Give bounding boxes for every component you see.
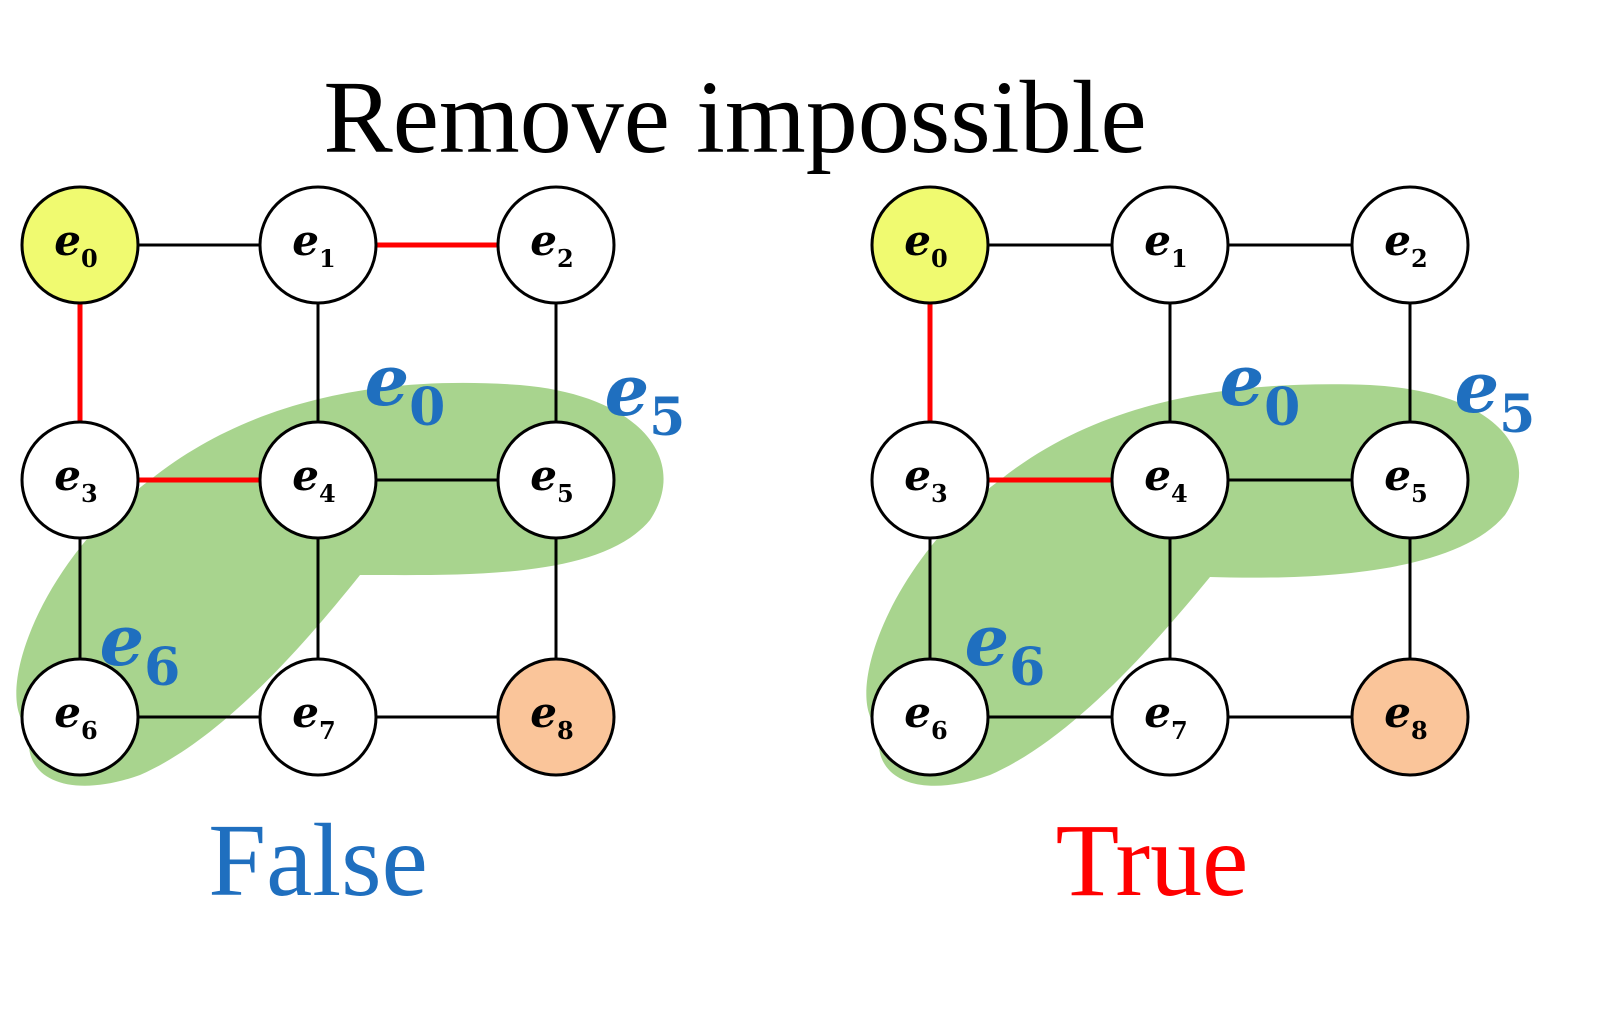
node-circle	[496, 420, 616, 540]
node-e4: e4	[1110, 420, 1230, 540]
region-label-e0: e0	[365, 339, 446, 438]
node-label: e3	[904, 451, 947, 508]
node-circle	[20, 185, 140, 305]
node-circle	[258, 657, 378, 777]
node-e3: e3	[20, 420, 140, 540]
diagram-title: Remove impossible	[323, 60, 1146, 175]
node-label: e5	[1384, 451, 1427, 508]
node-circle	[258, 420, 378, 540]
node-label: e2	[1384, 216, 1427, 273]
node-circle	[870, 185, 990, 305]
node-e5: e5	[496, 420, 616, 540]
node-label: e8	[1384, 688, 1427, 745]
node-label: e8	[530, 688, 573, 745]
node-circle	[1350, 657, 1470, 777]
node-circle	[870, 420, 990, 540]
node-e1: e1	[1110, 185, 1230, 305]
node-label: e7	[1144, 688, 1187, 745]
node-e6: e6	[870, 657, 990, 777]
node-label: e1	[1144, 216, 1187, 273]
node-label: e2	[530, 216, 573, 273]
node-label: e6	[904, 688, 947, 745]
region-label-e0: e0	[1220, 339, 1301, 438]
node-e8: e8	[1350, 657, 1470, 777]
node-e7: e7	[1110, 657, 1230, 777]
node-label: e7	[292, 688, 335, 745]
node-e6: e6	[20, 657, 140, 777]
node-label: e0	[54, 216, 97, 273]
node-label: e5	[530, 451, 573, 508]
node-circle	[1350, 420, 1470, 540]
node-circle	[496, 657, 616, 777]
node-label: e1	[292, 216, 335, 273]
region-label-e5: e5	[1455, 346, 1536, 445]
node-circle	[870, 657, 990, 777]
node-e2: e2	[1350, 185, 1470, 305]
node-e8: e8	[496, 657, 616, 777]
verdict-label: True	[1056, 803, 1249, 918]
node-label: e0	[904, 216, 947, 273]
region-label-e5: e5	[605, 349, 686, 448]
node-e2: e2	[496, 185, 616, 305]
node-circle	[20, 657, 140, 777]
node-circle	[1110, 420, 1230, 540]
region-label-e6: e6	[965, 599, 1046, 698]
node-circle	[1110, 657, 1230, 777]
node-e4: e4	[258, 420, 378, 540]
node-circle	[258, 185, 378, 305]
node-label: e4	[292, 451, 335, 508]
node-circle	[496, 185, 616, 305]
node-e0: e0	[20, 185, 140, 305]
node-e5: e5	[1350, 420, 1470, 540]
node-label: e4	[1144, 451, 1187, 508]
node-e7: e7	[258, 657, 378, 777]
node-label: e6	[54, 688, 97, 745]
node-e1: e1	[258, 185, 378, 305]
node-circle	[1110, 185, 1230, 305]
verdict-label: False	[208, 803, 428, 918]
node-circle	[1350, 185, 1470, 305]
node-e0: e0	[870, 185, 990, 305]
node-circle	[20, 420, 140, 540]
node-e3: e3	[870, 420, 990, 540]
node-label: e3	[54, 451, 97, 508]
